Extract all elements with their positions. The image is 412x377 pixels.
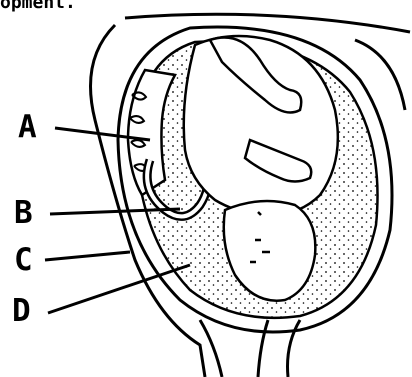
maternal-body-outline: [125, 14, 410, 32]
label-c: C: [14, 245, 33, 276]
birth-canal-right: [258, 320, 268, 377]
label-d: D: [12, 296, 31, 327]
maternal-body-right: [355, 40, 405, 110]
label-a: A: [18, 112, 37, 143]
leader-line-c: [45, 252, 130, 260]
label-b: B: [14, 198, 33, 229]
